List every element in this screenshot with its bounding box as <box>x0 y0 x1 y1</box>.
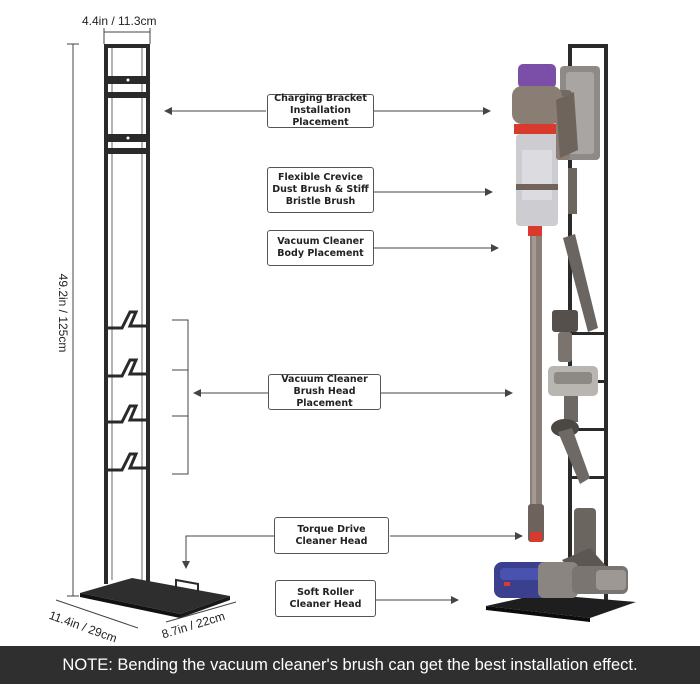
stand-hooks <box>108 310 146 472</box>
empty-stand <box>55 28 237 629</box>
label-line: Bristle Brush <box>285 196 356 207</box>
label-body-placement: Vacuum Cleaner Body Placement <box>267 230 374 266</box>
label-line: Cleaner Head <box>289 598 362 610</box>
stand-left-upright <box>104 44 108 584</box>
label-line: Cleaner Head <box>295 535 368 547</box>
label-line: Charging Bracket <box>274 93 367 104</box>
width-dimension-label: 4.4in / 11.3cm <box>82 14 157 28</box>
base-width-dimension-line <box>165 601 237 623</box>
label-charging-bracket: Charging Bracket Installation Placement <box>267 93 374 128</box>
installation-note: NOTE: Bending the vacuum cleaner's brush… <box>0 646 700 684</box>
label-torque-drive: Torque Drive Cleaner Head <box>274 517 389 554</box>
label-line: Torque Drive <box>297 523 366 535</box>
label-line: Body Placement <box>277 248 364 259</box>
crevice-tool <box>563 234 598 332</box>
vacuum-cyclone <box>512 86 562 124</box>
stand-base <box>80 578 230 614</box>
label-soft-roller: Soft Roller Cleaner Head <box>275 580 376 617</box>
label-line: Installation Placement <box>290 105 351 128</box>
hook-group-bracket <box>172 319 189 475</box>
mini-brush <box>552 310 578 332</box>
height-dimension-label: 49.2in / 125cm <box>56 273 70 353</box>
depth-dimension-line <box>55 599 139 629</box>
label-line: Soft Roller <box>297 586 354 598</box>
label-brush-head-placement: Vacuum Cleaner Brush Head Placement <box>268 374 381 410</box>
pointer-arrows <box>164 107 523 604</box>
stand-right-upright <box>146 44 150 584</box>
loaded-stand <box>486 44 636 622</box>
torque-drive-head-tool <box>574 508 596 558</box>
vacuum-top-cap <box>518 64 556 88</box>
label-line: Flexible Crevice <box>277 172 363 183</box>
label-line: Vacuum Cleaner <box>281 374 368 385</box>
label-line: Brush Head Placement <box>293 386 356 409</box>
label-line: Vacuum Cleaner <box>277 236 364 247</box>
label-line: Dust Brush & Stiff <box>272 184 369 195</box>
label-crevice-brush: Flexible Crevice Dust Brush & Stiff Bris… <box>267 167 374 213</box>
